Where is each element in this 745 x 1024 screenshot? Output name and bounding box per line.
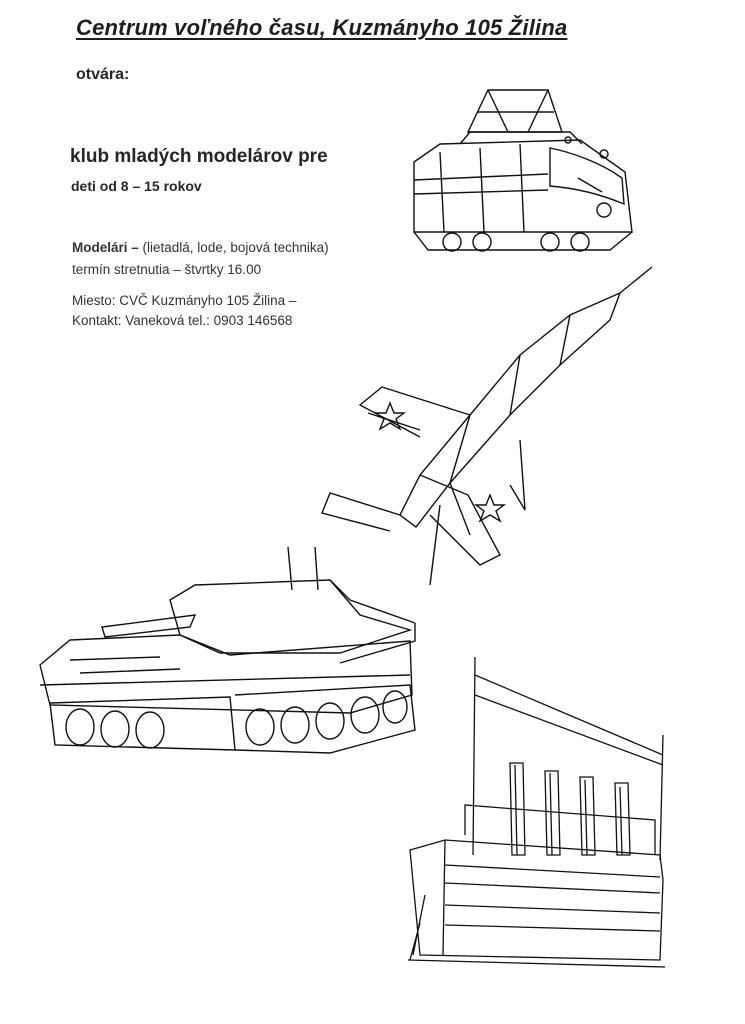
fighter-jet-drawing [320, 265, 655, 590]
meeting-place: Miesto: CVČ Kuzmányho 105 Žilina – [72, 293, 297, 308]
opens-label: otvára: [76, 66, 130, 83]
age-range: deti od 8 – 15 rokov [71, 178, 202, 194]
category-line: Modelári – (lietadlá, lode, bojová techn… [72, 240, 329, 255]
page-title: Centrum voľného času, Kuzmányho 105 Žili… [76, 15, 568, 40]
meeting-time: termín stretnutia – štvrtky 16.00 [72, 262, 262, 277]
club-heading: klub mladých modelárov pre [70, 146, 328, 167]
steamship-drawing [405, 655, 675, 975]
category-items: (lietadlá, lode, bojová technika) [138, 240, 329, 255]
tram-drawing [400, 82, 640, 267]
tank-drawing [30, 545, 425, 760]
contact-info: Kontakt: Vaneková tel.: 0903 146568 [72, 313, 293, 328]
category-label: Modelári – [72, 240, 139, 255]
